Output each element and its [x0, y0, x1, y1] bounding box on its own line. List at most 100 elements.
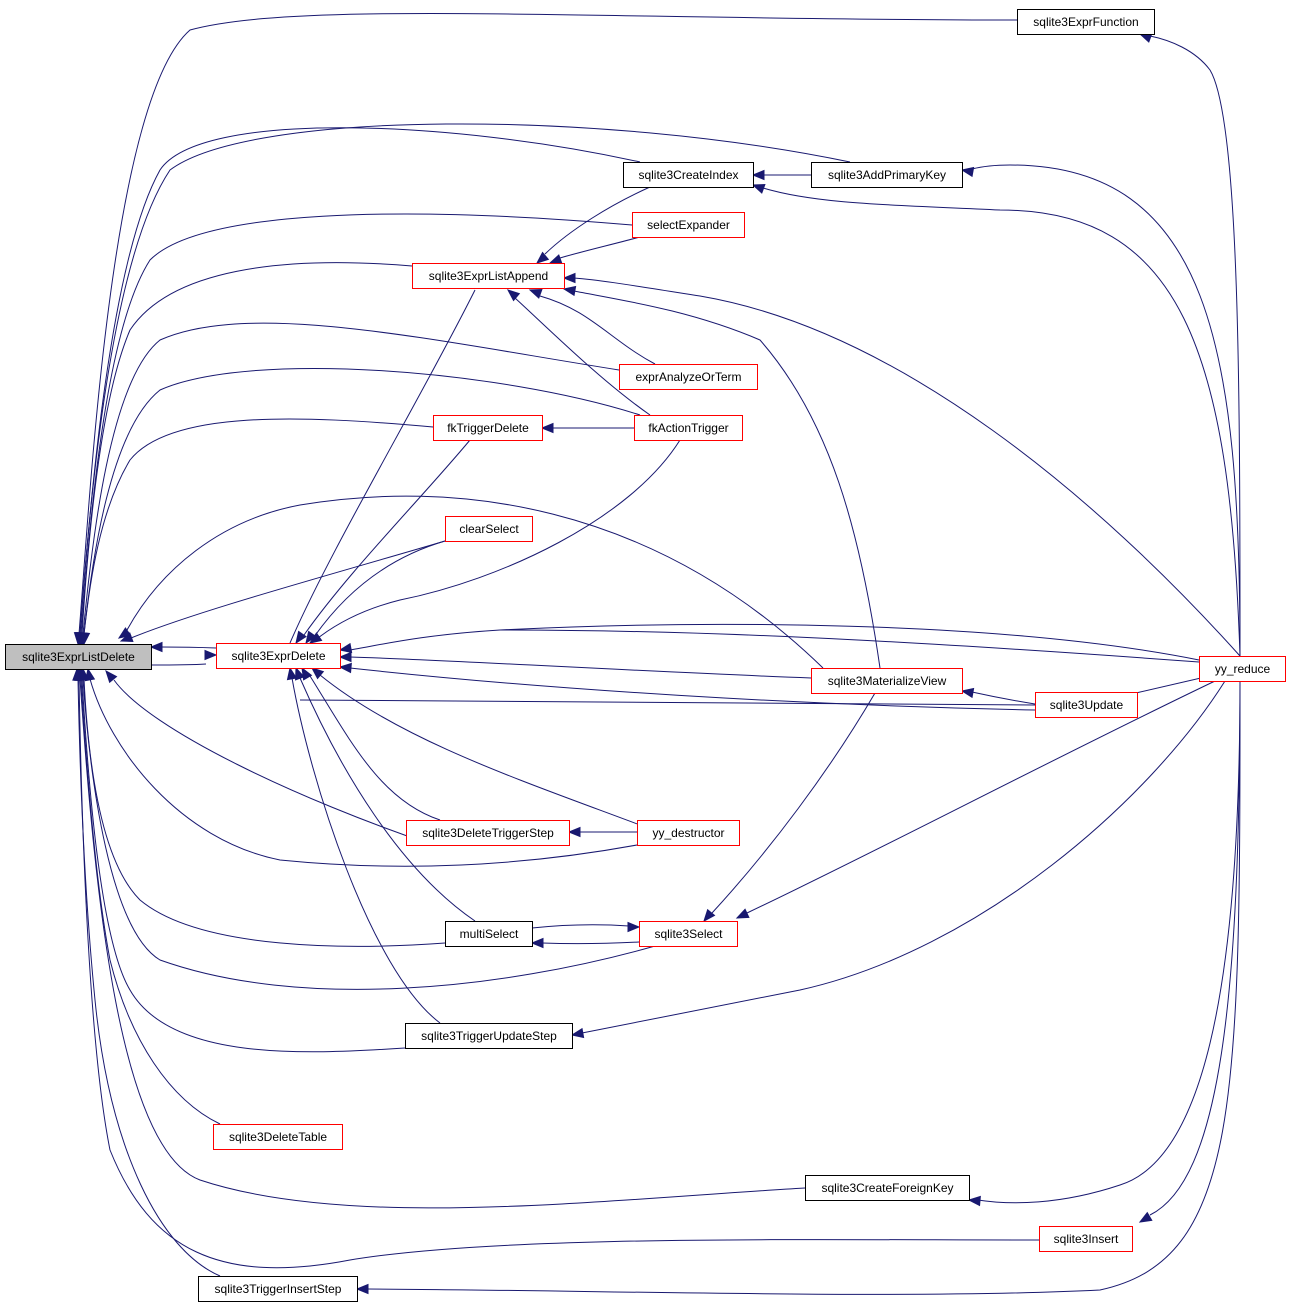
edge-line [79, 678, 806, 1209]
node-fk-action-trigger[interactable]: fkActionTrigger [634, 415, 743, 441]
arrowhead-icon [562, 285, 577, 297]
arrowhead-icon [295, 630, 307, 645]
node-box [811, 668, 963, 694]
node-sqlite3-expr-delete[interactable]: sqlite3ExprDelete [216, 643, 341, 669]
node-sqlite3-expr-list-append[interactable]: sqlite3ExprListAppend [412, 263, 565, 289]
edge-line [559, 236, 641, 259]
edge-sqlite3-delete-trigger-step-to-sqlite3-expr-list-delete [105, 669, 434, 846]
arrowhead-icon [703, 908, 716, 923]
node-sqlite3-delete-table[interactable]: sqlite3DeleteTable [213, 1124, 343, 1150]
node-box [805, 1175, 970, 1201]
edge-sqlite3-materialize-view-to-sqlite3-expr-list-delete [117, 495, 824, 669]
node-box [1035, 692, 1138, 718]
node-label: sqlite3CreateIndex [638, 168, 738, 182]
edge-line [80, 678, 221, 1125]
node-box [5, 644, 152, 670]
edge-line [82, 322, 620, 635]
arrowhead-icon [149, 641, 163, 653]
node-label: sqlite3Insert [1054, 1232, 1119, 1246]
edge-line [762, 187, 1241, 657]
node-sqlite3-add-primary-key[interactable]: sqlite3AddPrimaryKey [811, 162, 963, 188]
node-sqlite3-create-foreign-key[interactable]: sqlite3CreateForeignKey [805, 1175, 970, 1201]
edge-sqlite3-add-primary-key-to-sqlite3-create-index [751, 169, 811, 181]
node-sqlite3-materialize-view[interactable]: sqlite3MaterializeView [811, 668, 963, 694]
arrowhead-icon [72, 667, 83, 681]
node-box [639, 921, 738, 947]
arrowhead-icon [338, 662, 352, 674]
edge-fk-trigger-delete-to-sqlite3-expr-delete [295, 439, 471, 645]
edge-line [289, 289, 476, 644]
edge-sqlite3-expr-list-delete-to-sqlite3-expr-delete [150, 649, 218, 666]
edge-sqlite3-trigger-insert-step-to-sqlite3-expr-list-delete [72, 667, 221, 1277]
edge-line [319, 674, 641, 826]
edge-fk-action-trigger-to-sqlite3-expr-list-append [506, 289, 651, 416]
node-fk-trigger-delete[interactable]: fkTriggerDelete [433, 415, 543, 441]
node-yy-reduce[interactable]: yy_reduce [1199, 656, 1286, 682]
edge-sqlite3-expr-delete-to-sqlite3-expr-list-append [289, 289, 476, 644]
edge-line [83, 678, 446, 947]
edge-line [746, 680, 1216, 914]
node-sqlite3-create-index[interactable]: sqlite3CreateIndex [623, 162, 754, 188]
edge-sqlite3-materialize-view-to-sqlite3-expr-delete [338, 651, 812, 679]
edge-line [349, 623, 1200, 661]
node-label: sqlite3AddPrimaryKey [828, 168, 946, 182]
edge-line [299, 677, 476, 922]
node-label: sqlite3DeleteTable [229, 1130, 327, 1144]
node-expr-analyze-or-term[interactable]: exprAnalyzeOrTerm [619, 364, 758, 390]
edge-select-expander-to-sqlite3-expr-list-append [548, 236, 641, 264]
edge-clear-select-to-sqlite3-expr-delete [305, 540, 446, 645]
arrowhead-icon [117, 627, 132, 639]
node-box [216, 643, 341, 669]
edge-multi-select-to-sqlite3-expr-delete [295, 666, 476, 922]
edge-yy-reduce-to-sqlite3-expr-delete [338, 623, 1200, 661]
edge-line [303, 439, 471, 636]
edge-multi-select-to-sqlite3-expr-list-delete [78, 667, 446, 947]
edge-line [82, 678, 656, 990]
edge-expr-analyze-or-term-to-sqlite3-expr-list-append [528, 289, 656, 365]
arrowhead-icon [530, 937, 544, 949]
node-label: sqlite3DeleteTriggerStep [422, 826, 554, 840]
edge-line [971, 164, 1241, 657]
node-sqlite3-insert[interactable]: sqlite3Insert [1039, 1226, 1133, 1252]
node-box [433, 415, 543, 441]
node-sqlite3-expr-function[interactable]: sqlite3ExprFunction [1017, 9, 1155, 35]
edge-line [581, 680, 1226, 1034]
node-box [445, 516, 533, 542]
node-clear-select[interactable]: clearSelect [445, 516, 533, 542]
arrowhead-icon [960, 166, 975, 178]
arrowhead-icon [751, 169, 765, 181]
node-label: sqlite3TriggerInsertStep [215, 1282, 342, 1296]
node-sqlite3-delete-trigger-step[interactable]: sqlite3DeleteTriggerStep [406, 820, 570, 846]
arrowhead-icon [540, 422, 554, 434]
node-box [1039, 1226, 1133, 1252]
arrowhead-icon [506, 289, 521, 302]
node-sqlite3-trigger-update-step[interactable]: sqlite3TriggerUpdateStep [405, 1023, 573, 1049]
arrowhead-icon [751, 184, 766, 194]
arrowhead-icon [735, 908, 750, 919]
edge-line [130, 540, 446, 639]
node-sqlite3-trigger-insert-step[interactable]: sqlite3TriggerInsertStep [198, 1276, 358, 1302]
node-label: sqlite3Update [1050, 698, 1124, 712]
node-box [406, 820, 570, 846]
arrowhead-icon [338, 651, 352, 663]
node-box [412, 263, 565, 289]
node-sqlite3-select[interactable]: sqlite3Select [639, 921, 738, 947]
edge-sqlite3-expr-list-append-to-sqlite3-expr-list-delete [76, 262, 413, 646]
node-select-expander[interactable]: selectExpander [632, 212, 745, 238]
node-multi-select[interactable]: multiSelect [445, 921, 533, 947]
arrowhead-icon [286, 666, 298, 681]
node-box [1017, 9, 1155, 35]
edge-line [78, 678, 1040, 1269]
edge-line [514, 297, 651, 416]
edge-line [317, 439, 681, 639]
node-sqlite3-update[interactable]: sqlite3Update [1035, 692, 1138, 718]
arrowhead-icon [305, 630, 317, 645]
arrowhead-icon [338, 642, 353, 654]
node-label: sqlite3ExprDelete [231, 649, 325, 663]
node-yy-destructor[interactable]: yy_destructor [637, 820, 740, 846]
node-box [623, 162, 754, 188]
edge-sqlite3-trigger-update-step-to-sqlite3-expr-delete [286, 666, 441, 1024]
edge-line [83, 368, 641, 635]
